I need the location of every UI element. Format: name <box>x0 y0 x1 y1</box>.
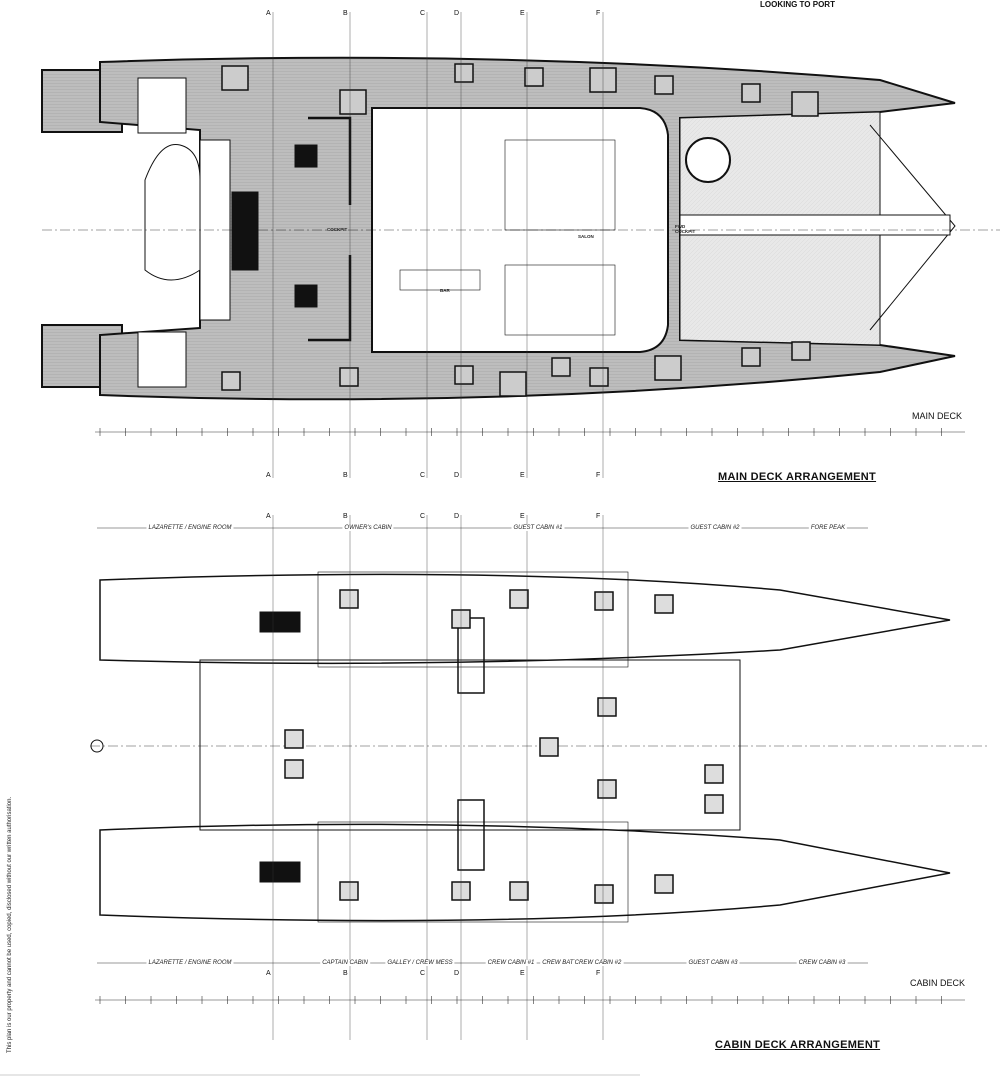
hatch <box>597 779 617 799</box>
hatch <box>509 589 529 609</box>
station-label: C <box>420 472 426 479</box>
station-label: C <box>420 513 426 520</box>
station-label: F <box>596 10 601 17</box>
port-hull <box>99 573 951 665</box>
stbd-hull <box>99 823 951 922</box>
hatch <box>704 764 724 784</box>
hatch <box>654 355 682 381</box>
room-bar: BAR <box>440 288 450 293</box>
main-deck-title: MAIN DECK ARRANGEMENT <box>718 471 877 483</box>
room-salon: SALON <box>578 234 594 239</box>
hatch <box>791 91 819 117</box>
zone-label: CREW BATH <box>540 960 580 966</box>
station-label: E <box>520 10 525 17</box>
room-fwd-cockpit: FWD COCKPIT <box>675 224 696 234</box>
station-label: B <box>343 513 348 520</box>
hatch <box>594 884 614 904</box>
zone-label: GALLEY / CREW MESS <box>385 960 455 966</box>
cabin-deck-plan <box>90 571 990 923</box>
hatch <box>454 63 474 83</box>
station-label: A <box>266 970 271 977</box>
bridge-deck <box>199 659 741 831</box>
station-label: E <box>520 513 525 520</box>
hatch <box>704 794 724 814</box>
hatch <box>791 341 811 361</box>
station-label: C <box>420 970 426 977</box>
hatch <box>551 357 571 377</box>
main-deck-plan <box>41 56 1000 401</box>
station-label: F <box>596 472 601 479</box>
hatch <box>524 67 544 87</box>
zone-label: LAZARETTE / ENGINE ROOM <box>146 960 234 966</box>
hatch <box>654 594 674 614</box>
hatch <box>589 367 609 387</box>
disclaimer: This plan is our property and cannot be … <box>7 796 13 1053</box>
station-label: D <box>454 970 460 977</box>
hatch <box>654 874 674 894</box>
zone-label: GUEST CABIN #1 <box>511 525 565 531</box>
hatch <box>284 729 304 749</box>
zone-label: CREW CABIN #3 <box>796 960 848 966</box>
station-label: F <box>596 970 601 977</box>
station-label: D <box>454 472 460 479</box>
hatch <box>339 89 367 115</box>
station-label: E <box>520 472 525 479</box>
zone-label: CREW CABIN #2 <box>572 960 624 966</box>
station-label: B <box>343 10 348 17</box>
hatch <box>654 75 674 95</box>
station-label: A <box>266 513 271 520</box>
zone-label: LAZARETTE / ENGINE ROOM <box>146 525 234 531</box>
station-label: B <box>343 970 348 977</box>
hatch <box>284 759 304 779</box>
hatch <box>594 591 614 611</box>
hatch <box>539 737 559 757</box>
zone-label: GUEST CABIN #3 <box>686 960 740 966</box>
view-note: LOOKING TO PORT <box>758 0 837 9</box>
zone-label: CREW CABIN #1 <box>485 960 537 966</box>
station-label: F <box>596 513 601 520</box>
station-label: D <box>454 513 460 520</box>
cabin-deck-label: CABIN DECK <box>910 978 966 988</box>
station-label: E <box>520 970 525 977</box>
hatch <box>454 365 474 385</box>
zone-label: FORE PEAK <box>808 525 848 531</box>
station-label: C <box>420 10 426 17</box>
main-deck-label: MAIN DECK <box>912 411 963 421</box>
hatch <box>741 83 761 103</box>
zone-label: GUEST CABIN #2 <box>688 525 742 531</box>
tender <box>144 143 201 281</box>
hatch <box>221 371 241 391</box>
hatch <box>499 371 527 397</box>
hatch <box>339 367 359 387</box>
hatch <box>339 589 359 609</box>
room-cockpit: COCKPIT <box>327 227 348 232</box>
hatch <box>741 347 761 367</box>
station-label: A <box>266 472 271 479</box>
zone-label: OWNER's CABIN <box>342 525 394 531</box>
hatch <box>339 881 359 901</box>
station-label: B <box>343 472 348 479</box>
station-label: A <box>266 10 271 17</box>
bowsprit <box>679 214 951 236</box>
cabin-deck-title: CABIN DECK ARRANGEMENT <box>715 1039 881 1051</box>
hatch <box>221 65 249 91</box>
zone-label: CAPTAIN CABIN <box>320 960 370 966</box>
hatch <box>509 881 529 901</box>
station-label: D <box>454 10 460 17</box>
hatch <box>597 697 617 717</box>
